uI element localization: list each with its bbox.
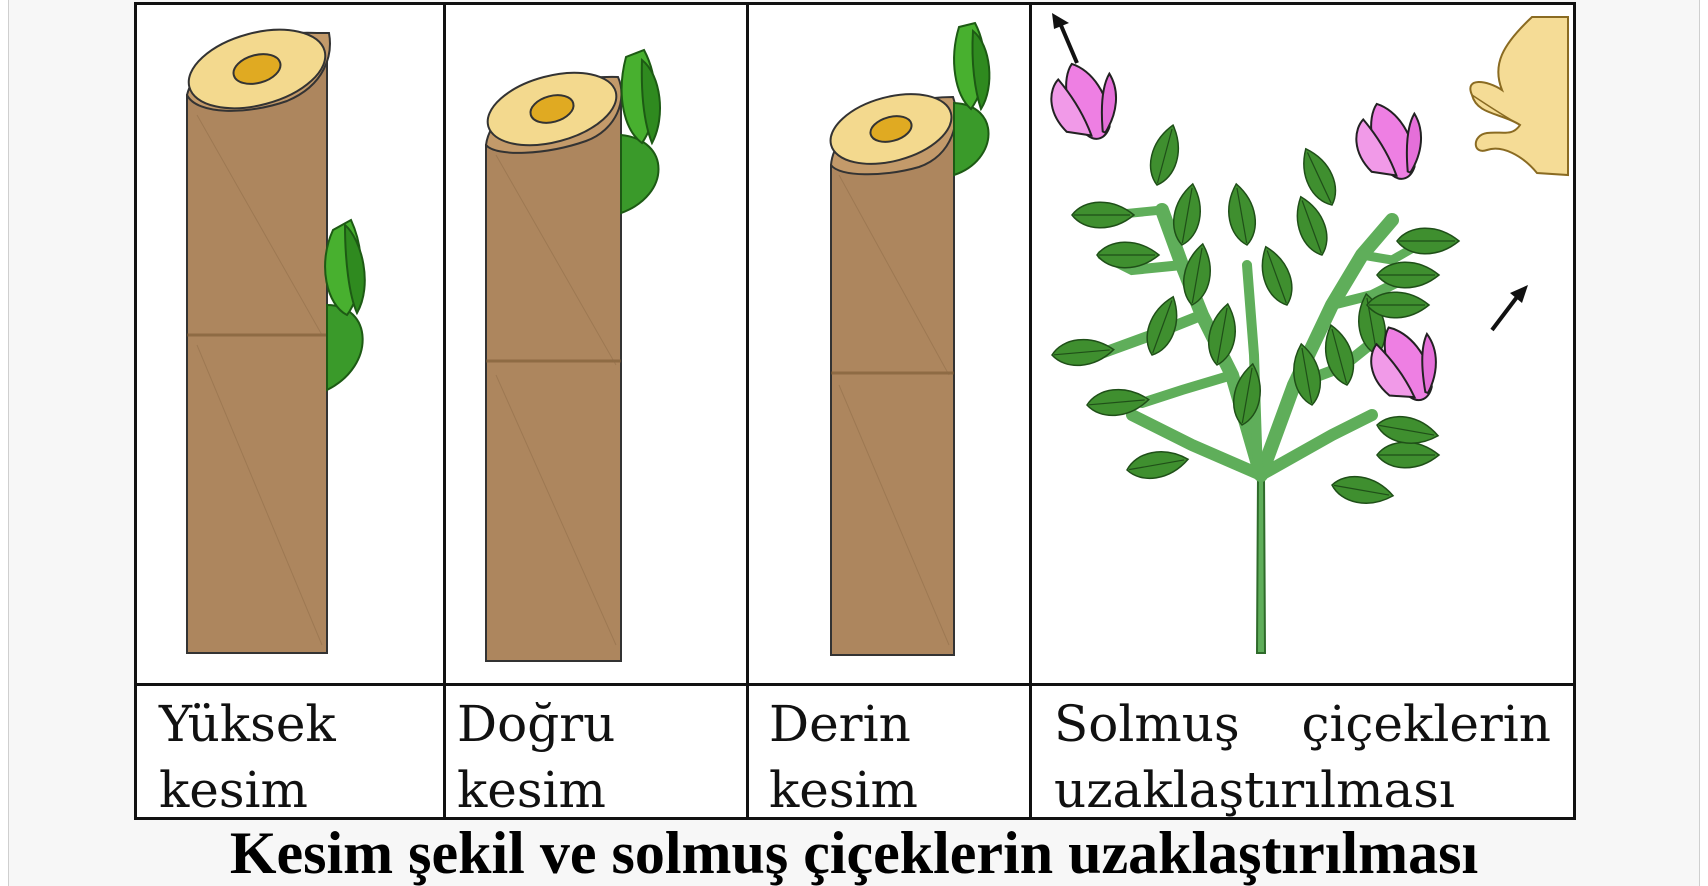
deadheading-label: Solmuş çiçeklerin uzaklaştırılması	[1054, 691, 1551, 821]
label-line: uzaklaştırılması	[1054, 757, 1551, 823]
wilted-flower-icon	[1040, 53, 1129, 150]
high-cut-illustration	[137, 5, 443, 681]
figure-caption: Kesim şekil ve solmuş çiçeklerin uzaklaş…	[0, 820, 1708, 886]
correct-cut-illustration	[446, 5, 746, 681]
label-line: Solmuş çiçeklerin	[1054, 691, 1551, 757]
deadheading-illustration	[1032, 5, 1573, 681]
bud-icon	[621, 50, 660, 213]
label-line: Yüksek	[159, 691, 429, 757]
arrow-up-right-icon	[1492, 285, 1528, 330]
deep-cut-illustration	[749, 5, 1029, 681]
wilted-flower-icon	[1345, 93, 1434, 190]
label-line: Derin	[769, 691, 1019, 757]
hand-icon	[1470, 17, 1568, 175]
figure-table: Yüksek kesim Doğru kesim Derin kesim Sol…	[134, 2, 1576, 820]
label-word: Solmuş	[1054, 691, 1240, 757]
label-line: kesim	[769, 757, 1019, 823]
row-divider	[137, 683, 1573, 686]
arrow-up-left-icon	[1052, 13, 1077, 63]
bud-icon	[325, 220, 365, 390]
high-cut-label: Yüksek kesim	[159, 691, 429, 821]
page-margin-left	[0, 0, 9, 886]
page-margin-right	[1699, 0, 1708, 886]
label-line: kesim	[457, 757, 737, 823]
label-line: Doğru	[457, 691, 737, 757]
correct-cut-label: Doğru kesim	[457, 691, 737, 821]
deep-cut-label: Derin kesim	[769, 691, 1019, 821]
label-word: çiçeklerin	[1301, 691, 1551, 757]
bud-icon	[954, 23, 989, 175]
label-line: kesim	[159, 757, 429, 823]
